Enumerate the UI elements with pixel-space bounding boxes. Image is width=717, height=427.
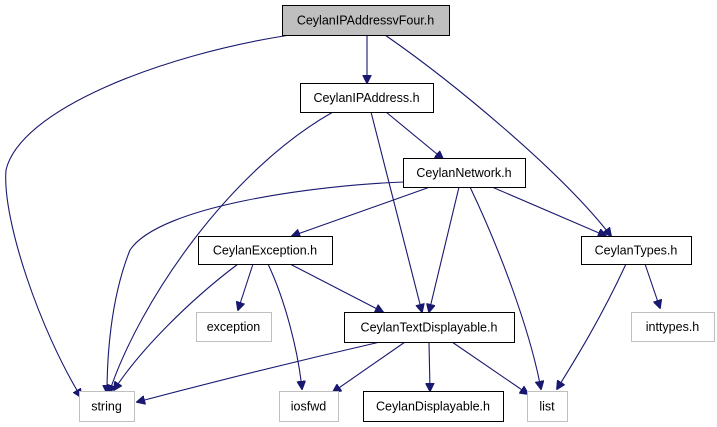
node-exception: exception	[196, 312, 272, 342]
node-list: list	[527, 391, 568, 422]
node-ceylandisplayable: CeylanDisplayable.h	[363, 391, 504, 422]
node-ceylanipaddressvfour: CeylanIPAddressvFour.h	[282, 5, 450, 36]
node-box	[581, 236, 692, 265]
node-box	[198, 236, 333, 265]
edge-network-to-types	[491, 186, 606, 236]
node-box	[79, 391, 135, 422]
node-box	[403, 158, 526, 188]
edge-textdisplayable-to-iosfwd	[333, 341, 406, 392]
edge-network-to-string	[107, 181, 405, 393]
node-label: inttypes.h	[646, 320, 700, 334]
edge-ipaddress-to-network	[385, 111, 443, 159]
edge-ipaddress-to-textdisplayable	[370, 111, 422, 312]
node-ceylantypes: CeylanTypes.h	[581, 236, 692, 265]
edge-types-to-inttypes	[644, 263, 660, 308]
node-box	[300, 83, 434, 113]
node-label: CeylanIPAddressvFour.h	[297, 14, 434, 28]
node-string: string	[79, 391, 135, 422]
node-box	[196, 312, 272, 342]
edge-types-to-list	[557, 263, 627, 389]
node-ceylanexception: CeylanException.h	[198, 236, 333, 265]
node-box	[344, 312, 515, 343]
edge-exception-to-exception	[238, 263, 254, 310]
node-label: iosfwd	[291, 400, 326, 414]
node-box	[282, 5, 450, 36]
node-label: CeylanIPAddress.h	[313, 91, 419, 105]
edge-textdisplayable-to-displayable	[429, 341, 430, 391]
node-inttypes: inttypes.h	[631, 312, 715, 342]
edge-ipaddressvfour-to-string	[5, 34, 291, 397]
node-label: exception	[207, 320, 261, 334]
node-label: CeylanTypes.h	[595, 244, 678, 258]
edge-exception-to-iosfwd	[267, 263, 302, 389]
edge-network-to-list	[469, 186, 541, 389]
node-box	[279, 391, 339, 422]
edge-textdisplayable-to-list	[451, 341, 528, 394]
node-label: CeylanNetwork.h	[416, 166, 511, 180]
node-box	[631, 312, 715, 342]
nodes-layer: CeylanIPAddressvFour.hCeylanIPAddress.hC…	[79, 5, 715, 422]
edges-layer	[5, 34, 660, 402]
node-box	[527, 391, 568, 422]
node-label: CeylanException.h	[213, 244, 317, 258]
node-box	[363, 391, 504, 422]
node-ceylannetwork: CeylanNetwork.h	[403, 158, 526, 188]
node-ceylanipaddress: CeylanIPAddress.h	[300, 83, 434, 113]
edge-textdisplayable-to-string	[137, 341, 381, 402]
node-iosfwd: iosfwd	[279, 391, 339, 422]
edge-ipaddressvfour-to-types	[384, 34, 611, 236]
node-label: CeylanTextDisplayable.h	[361, 321, 498, 335]
edge-exception-to-textdisplayable	[289, 263, 383, 312]
edge-network-to-textdisplayable	[429, 186, 460, 312]
edge-network-to-exception	[292, 186, 431, 236]
edge-exception-to-string	[114, 263, 239, 390]
edge-ipaddress-to-string	[109, 111, 334, 393]
node-label: list	[539, 400, 555, 414]
node-label: CeylanDisplayable.h	[376, 400, 490, 414]
node-ceylantextdisplayable: CeylanTextDisplayable.h	[344, 312, 515, 343]
node-label: string	[91, 400, 122, 414]
